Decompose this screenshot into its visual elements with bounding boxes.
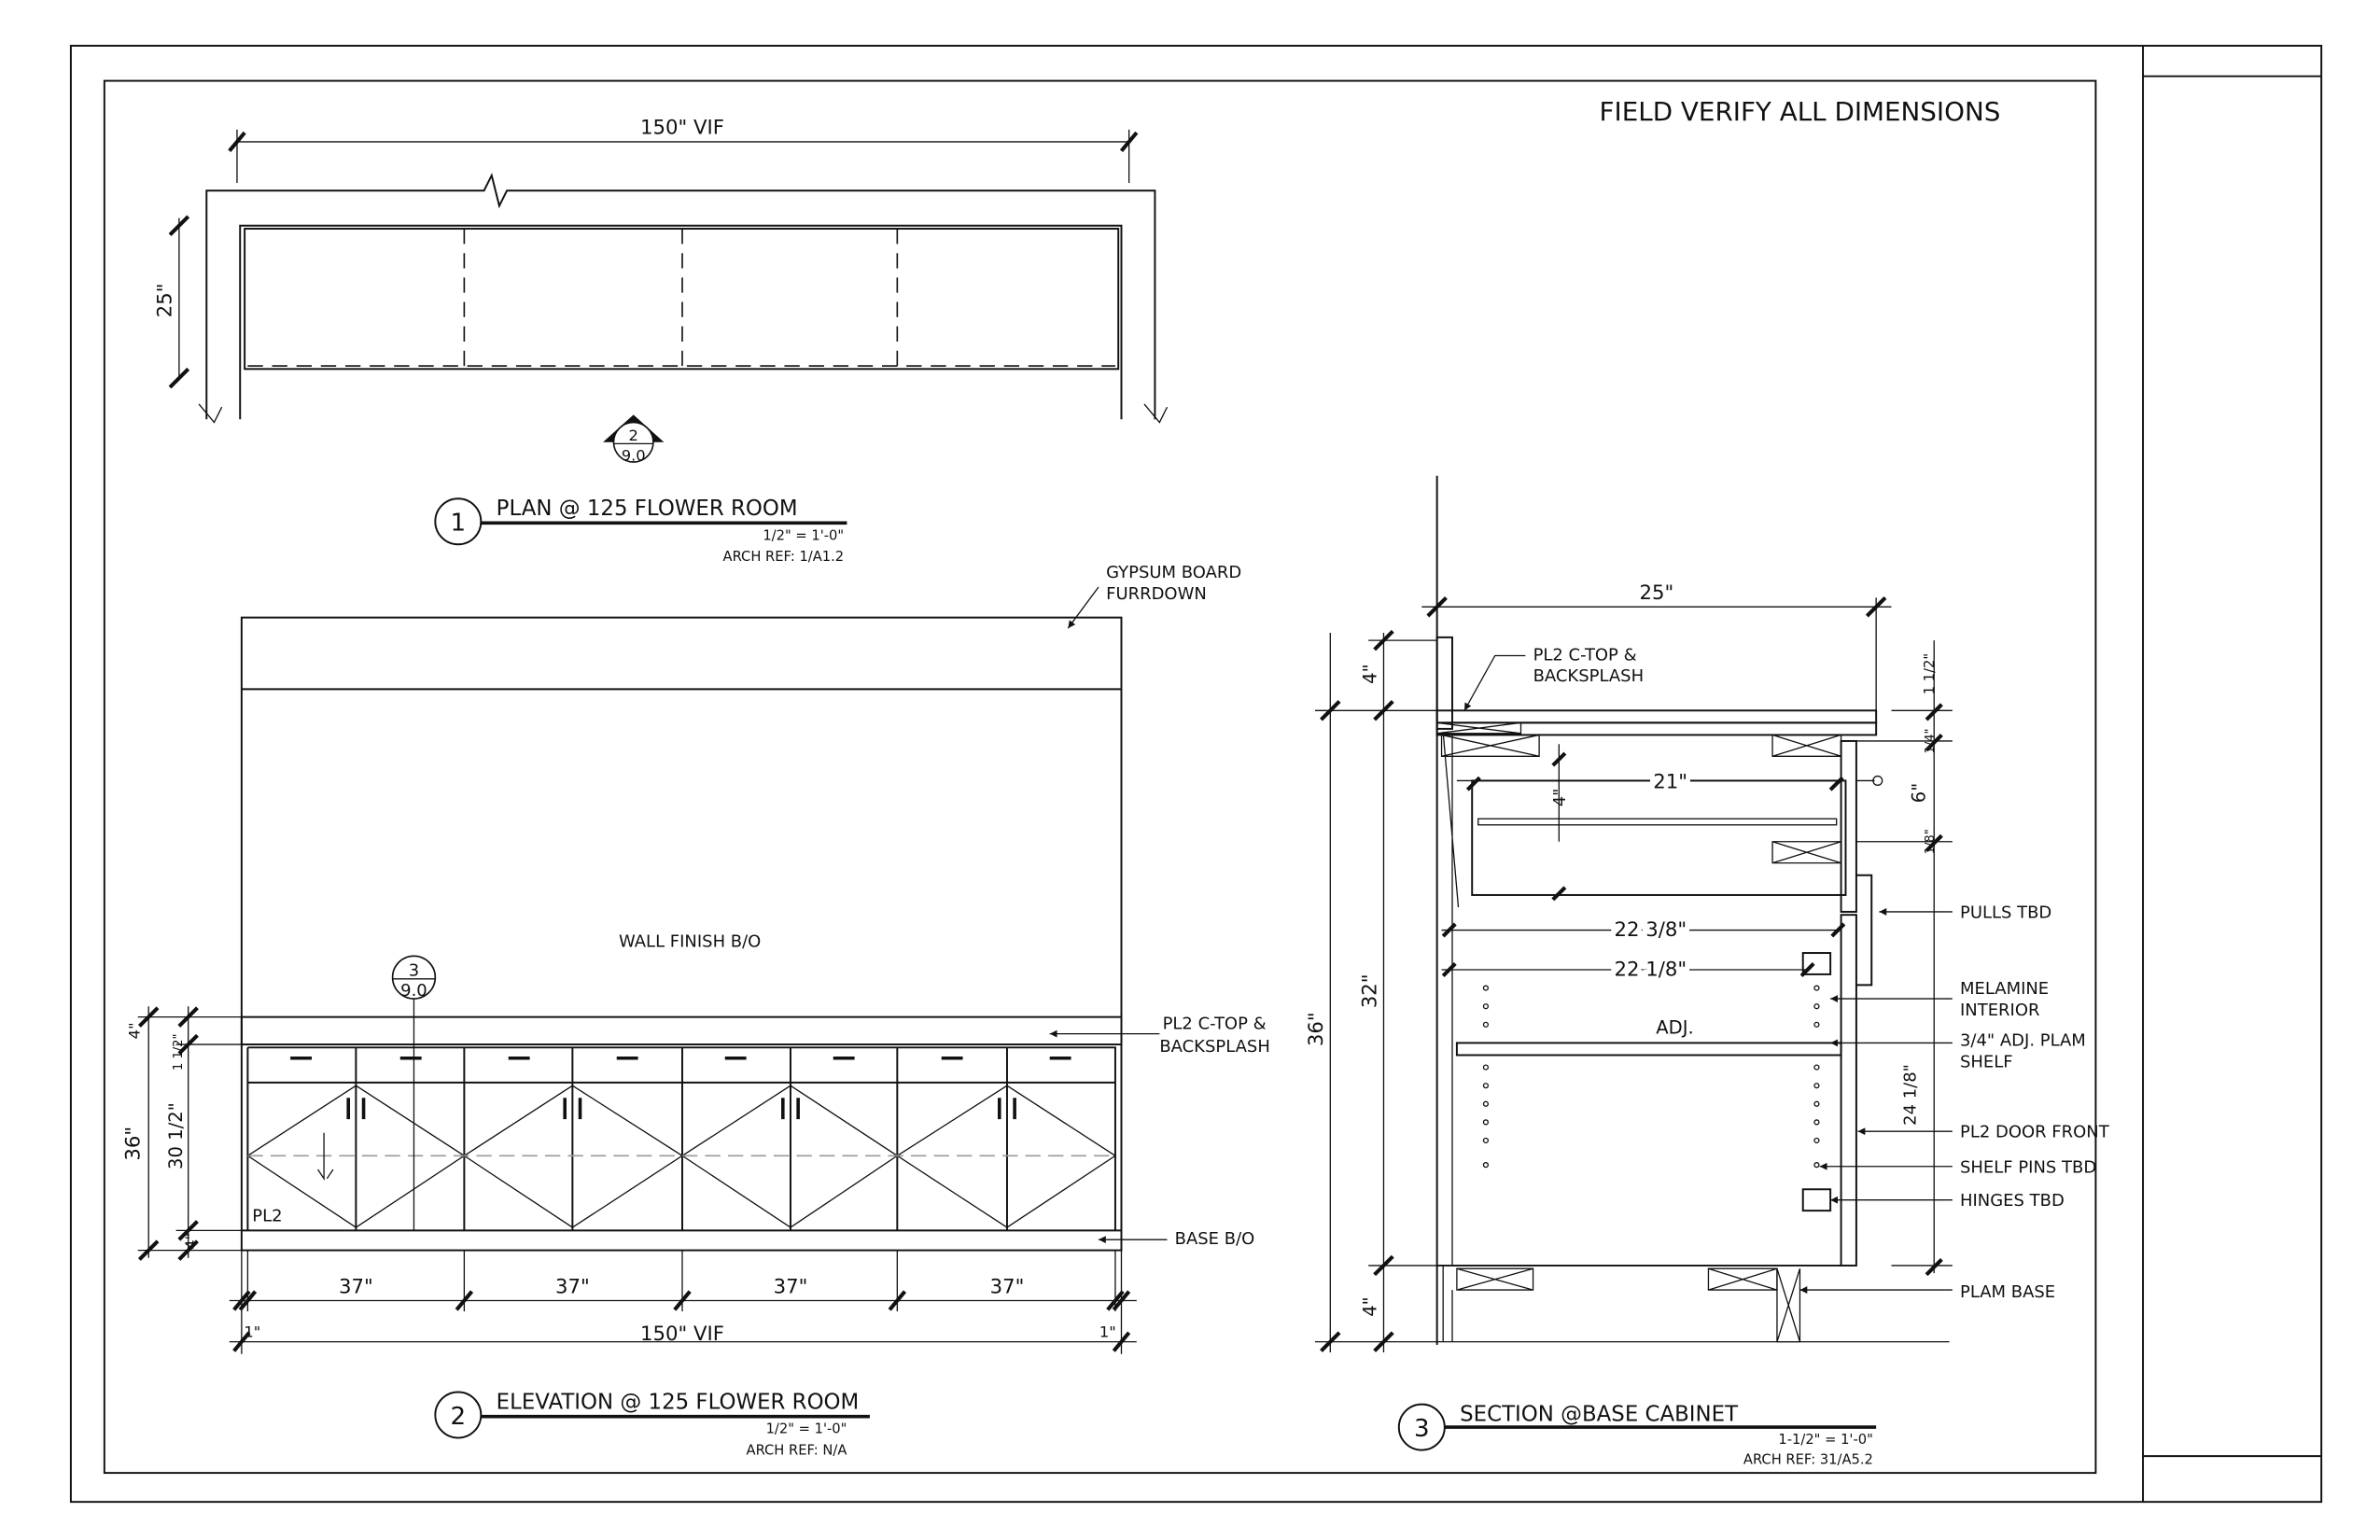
svg-text:9.0: 9.0 bbox=[622, 446, 646, 464]
sec-dim-1-half: 1 1/2" bbox=[1922, 653, 1938, 694]
elevation-pl2-label: PL2 bbox=[252, 1207, 282, 1226]
section-number: 3 bbox=[1414, 1415, 1430, 1443]
elev-ctop-label-2: BACKSPLASH bbox=[1159, 1037, 1270, 1057]
callout-shelf-2: SHELF bbox=[1960, 1053, 2013, 1072]
callout-pulls: PULLS TBD bbox=[1960, 903, 2051, 922]
elev-dim-total: 150" VIF bbox=[640, 1323, 724, 1346]
callout-melamine-1: MELAMINE bbox=[1960, 979, 2049, 999]
sec-dim-drawer-h: 4" bbox=[1550, 789, 1570, 807]
furrdown-label-1: GYPSUM BOARD bbox=[1106, 563, 1241, 582]
elevation-view: 3 9.0 PL2 WALL FINISH B/O GYPSUM BOARD F… bbox=[121, 563, 1269, 1458]
sec-dim-quarter: 1/4" bbox=[1924, 728, 1938, 753]
sec-dim-eighth: 1/8" bbox=[1924, 829, 1938, 854]
dim-37-3: 37" bbox=[774, 1275, 808, 1298]
sec-dim-drawer: 21" bbox=[1653, 771, 1687, 794]
elev-dim-end-right: 1" bbox=[1099, 1323, 1116, 1341]
sec-dim-4-top: 4" bbox=[1359, 664, 1380, 683]
plan-dim-depth: 25" bbox=[154, 283, 177, 317]
sec-dim-depth: 25" bbox=[1640, 581, 1674, 605]
sec-dim-22-3-8: 22 3/8" bbox=[1615, 918, 1687, 942]
dim-37-4: 37" bbox=[990, 1275, 1025, 1298]
callout-melamine-2: INTERIOR bbox=[1960, 1001, 2039, 1020]
elevation-scale: 1/2" = 1'-0" bbox=[766, 1421, 847, 1437]
callout-plam-base: PLAM BASE bbox=[1960, 1282, 2055, 1302]
sec-ctop-label-2: BACKSPLASH bbox=[1533, 666, 1645, 686]
plan-dim-width: 150" VIF bbox=[640, 117, 724, 140]
callout-shelf-1: 3/4" ADJ. PLAM bbox=[1960, 1031, 2086, 1051]
sec-ctop-label-1: PL2 C-TOP & bbox=[1533, 645, 1637, 665]
plan-scale: 1/2" = 1'-0" bbox=[763, 527, 844, 543]
elevation-section-marker: 3 9.0 bbox=[391, 955, 437, 1001]
elev-dim-end-left: 1" bbox=[244, 1323, 260, 1341]
sheet-border bbox=[69, 45, 2323, 1504]
callout-shelf-pins: SHELF PINS TBD bbox=[1960, 1157, 2096, 1177]
elev-dim-ctop: 1 1/2" bbox=[172, 1034, 186, 1071]
field-verify-note: FIELD VERIFY ALL DIMENSIONS bbox=[1600, 96, 2001, 127]
section-arch-ref: ARCH REF: 31/A5.2 bbox=[1743, 1451, 1873, 1467]
elevation-title: ELEVATION @ 125 FLOWER ROOM bbox=[497, 1391, 860, 1415]
elevation-arch-ref: ARCH REF: N/A bbox=[747, 1443, 847, 1459]
elev-dim-base-4: 4" bbox=[182, 1233, 200, 1250]
plan-title: PLAN @ 125 FLOWER ROOM bbox=[497, 497, 798, 521]
elev-dim-top-4: 4" bbox=[125, 1022, 143, 1039]
elev-dim-30-half: 30 1/2" bbox=[165, 1102, 187, 1169]
plan-arch-ref: ARCH REF: 1/A1.2 bbox=[723, 549, 845, 565]
sec-dim-32: 32" bbox=[1358, 973, 1381, 1008]
sec-dim-22-1-8: 22 1/8" bbox=[1615, 959, 1687, 982]
sec-adj-label: ADJ. bbox=[1656, 1017, 1694, 1039]
sec-dim-6: 6" bbox=[1908, 783, 1929, 803]
elevation-number: 2 bbox=[451, 1403, 467, 1431]
sec-dim-4-base: 4" bbox=[1359, 1296, 1380, 1316]
callout-hinges: HINGES TBD bbox=[1960, 1191, 2065, 1211]
plan-number: 1 bbox=[451, 510, 467, 538]
dim-37-1: 37" bbox=[339, 1275, 373, 1298]
furrdown-label-2: FURRDOWN bbox=[1106, 584, 1207, 604]
sec-dim-36: 36" bbox=[1305, 1012, 1328, 1046]
section-scale: 1-1/2" = 1'-0" bbox=[1778, 1432, 1872, 1448]
sec-dim-24: 24 1/8" bbox=[1901, 1064, 1921, 1126]
callout-door-front: PL2 DOOR FRONT bbox=[1960, 1123, 2110, 1142]
plan-view: 150" VIF 25" 2 9.0 1 PLAN @ 125 FLOWER R… bbox=[154, 117, 1169, 565]
base-label: BASE B/O bbox=[1175, 1229, 1255, 1249]
section-view: 25" 21" 4" 22 3/8" 22 1/8" ADJ. 36" 32" … bbox=[1305, 475, 2110, 1467]
plan-section-marker: 2 9.0 bbox=[603, 414, 665, 464]
svg-text:9.0: 9.0 bbox=[400, 981, 427, 1001]
svg-text:3: 3 bbox=[409, 961, 419, 981]
section-title: SECTION @BASE CABINET bbox=[1460, 1403, 1739, 1427]
svg-text:2: 2 bbox=[629, 427, 638, 444]
dim-37-2: 37" bbox=[555, 1275, 590, 1298]
wall-finish-label: WALL FINISH B/O bbox=[619, 932, 761, 952]
elev-dim-36: 36" bbox=[121, 1127, 145, 1161]
elev-ctop-label-1: PL2 C-TOP & bbox=[1163, 1015, 1267, 1034]
